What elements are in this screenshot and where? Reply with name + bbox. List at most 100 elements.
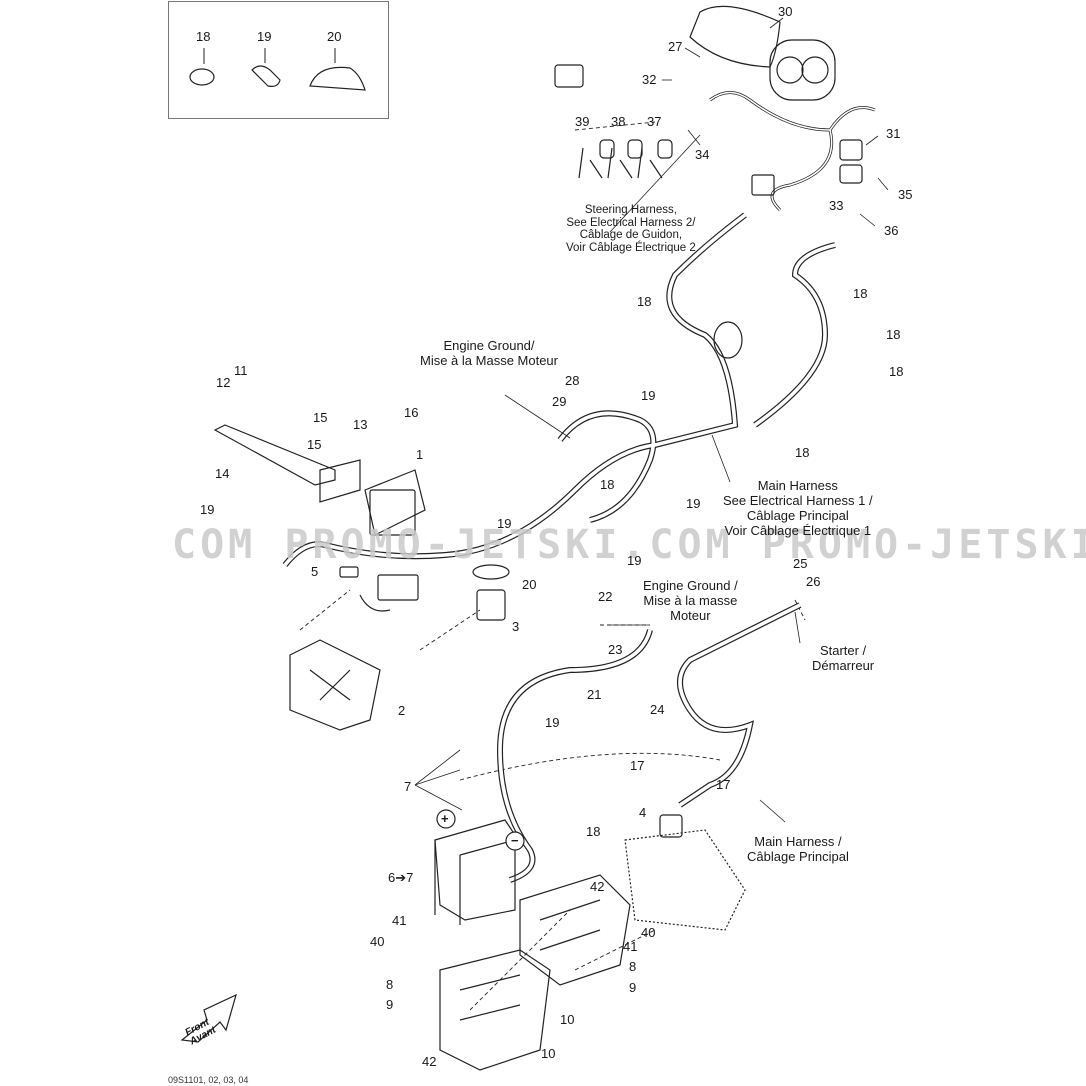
callout-24: 24 xyxy=(650,702,665,717)
positive-terminal-label: + xyxy=(441,811,449,826)
callout-8: 8 xyxy=(386,977,394,992)
callout-18: 18 xyxy=(600,477,615,492)
callout-19: 19 xyxy=(627,553,642,568)
note-line: Engine Ground / xyxy=(643,578,738,593)
watermark: COM PROMO-JETSKI.COM PROMO-JETSKI xyxy=(172,522,1086,568)
callout-38: 38 xyxy=(611,114,626,129)
callout-25: 25 xyxy=(793,556,808,571)
callout-19: 19 xyxy=(497,516,512,531)
callout-6-to-7: 6➔7 xyxy=(388,870,414,885)
callout-18: 18 xyxy=(637,294,652,309)
callout-18: 18 xyxy=(886,327,901,342)
callout-12: 12 xyxy=(216,375,231,390)
inset-clamp-20-shape xyxy=(309,48,366,91)
note-line: Main Harness xyxy=(757,478,838,493)
inset-clamp-19-shape xyxy=(251,48,281,87)
callout-39: 39 xyxy=(575,114,590,129)
callout-27: 27 xyxy=(668,39,683,54)
callout-30: 30 xyxy=(778,4,793,19)
callout-10: 10 xyxy=(560,1012,575,1027)
callout-18: 18 xyxy=(853,286,868,301)
callout-5: 5 xyxy=(311,564,319,579)
note-line: See Electrical Harness 2/ xyxy=(566,216,696,229)
callout-18: 18 xyxy=(795,445,810,460)
callout-2: 2 xyxy=(398,703,406,718)
note-line: Câblage Principal xyxy=(746,508,849,523)
switch-kits-shape xyxy=(554,64,863,196)
ecm-tray-shape xyxy=(289,639,381,731)
callout-41: 41 xyxy=(392,913,407,928)
clamp-inset-box xyxy=(168,1,389,119)
callout-16: 16 xyxy=(404,405,419,420)
callout-18: 18 xyxy=(586,824,601,839)
note-line: Câblage Principal xyxy=(747,849,849,864)
callout-22: 22 xyxy=(598,589,613,604)
engine-block-outline xyxy=(624,829,746,931)
callout-20: 20 xyxy=(522,577,537,592)
callout-36: 36 xyxy=(884,223,899,238)
note-main-harness-top: Main Harness See Electrical Harness 1 / … xyxy=(723,478,873,538)
callout-23: 23 xyxy=(608,642,623,657)
note-line: Engine Ground/ xyxy=(443,338,535,353)
callout-29: 29 xyxy=(552,394,567,409)
callout-11: 11 xyxy=(234,363,248,378)
callout-28: 28 xyxy=(565,373,580,388)
callout-35: 35 xyxy=(898,187,913,202)
callout-40: 40 xyxy=(370,934,385,949)
callout-42: 42 xyxy=(590,879,605,894)
inset-clamp-18-shape xyxy=(189,48,215,86)
callout-42: 42 xyxy=(422,1054,437,1069)
callout-13: 13 xyxy=(353,417,368,432)
callout-19: 19 xyxy=(545,715,560,730)
bracket-14-shape xyxy=(213,424,361,503)
note-line: Voir Câblage Électrique 2 xyxy=(566,241,696,254)
callout-33: 33 xyxy=(829,198,844,213)
callout-26: 26 xyxy=(806,574,821,589)
solenoid-shape xyxy=(659,814,683,838)
main-harness-inner xyxy=(283,213,836,567)
note-engine-ground-top: Engine Ground/ Mise à la Masse Moteur xyxy=(420,338,558,368)
negative-terminal-label: − xyxy=(511,833,519,848)
callout-37: 37 xyxy=(647,114,662,129)
ecm-module-shape xyxy=(364,469,426,536)
callout-21: 21 xyxy=(587,687,602,702)
negative-terminal-marker xyxy=(505,831,525,851)
note-line: Moteur xyxy=(670,608,711,623)
callout-9: 9 xyxy=(386,997,394,1012)
callout-31: 31 xyxy=(886,126,901,141)
note-engine-ground-mid: Engine Ground / Mise à la masse Moteur xyxy=(643,578,738,623)
callout-17: 17 xyxy=(716,777,731,792)
callout-14: 14 xyxy=(215,466,230,481)
front-arrow-shape xyxy=(180,993,237,1043)
note-line: Voir Câblage Électrique 1 xyxy=(724,523,872,538)
callout-3: 3 xyxy=(512,619,520,634)
callout-18: 18 xyxy=(889,364,904,379)
note-line: See Electrical Harness 1 / xyxy=(723,493,873,508)
battery-shape xyxy=(434,819,516,925)
inset-label-18: 18 xyxy=(196,29,211,44)
inset-label-19: 19 xyxy=(257,29,272,44)
document-reference: 09S1101, 02, 03, 04 xyxy=(168,1075,249,1085)
callout-19: 19 xyxy=(641,388,656,403)
callout-7: 7 xyxy=(404,779,412,794)
positive-terminal-marker xyxy=(436,809,456,829)
callout-10: 10 xyxy=(541,1046,556,1061)
battery-cables-inner xyxy=(498,603,801,882)
callout-34: 34 xyxy=(695,147,710,162)
callout-4: 4 xyxy=(639,805,647,820)
callout-19: 19 xyxy=(200,502,215,517)
note-line: Mise à la masse xyxy=(643,593,738,608)
callout-9: 9 xyxy=(629,980,637,995)
inset-label-20: 20 xyxy=(327,29,342,44)
grommet-shape xyxy=(713,321,743,359)
callout-17: 17 xyxy=(630,758,645,773)
note-line: Main Harness / xyxy=(754,834,842,849)
steering-harness-inner xyxy=(709,91,876,211)
callout-1: 1 xyxy=(416,447,424,462)
fuse-box-shape xyxy=(339,564,510,621)
battery-holder-shapes xyxy=(439,874,631,1071)
callout-41: 41 xyxy=(623,939,638,954)
gauge-cluster-shape xyxy=(689,5,836,101)
note-line: Mise à la Masse Moteur xyxy=(420,353,558,368)
